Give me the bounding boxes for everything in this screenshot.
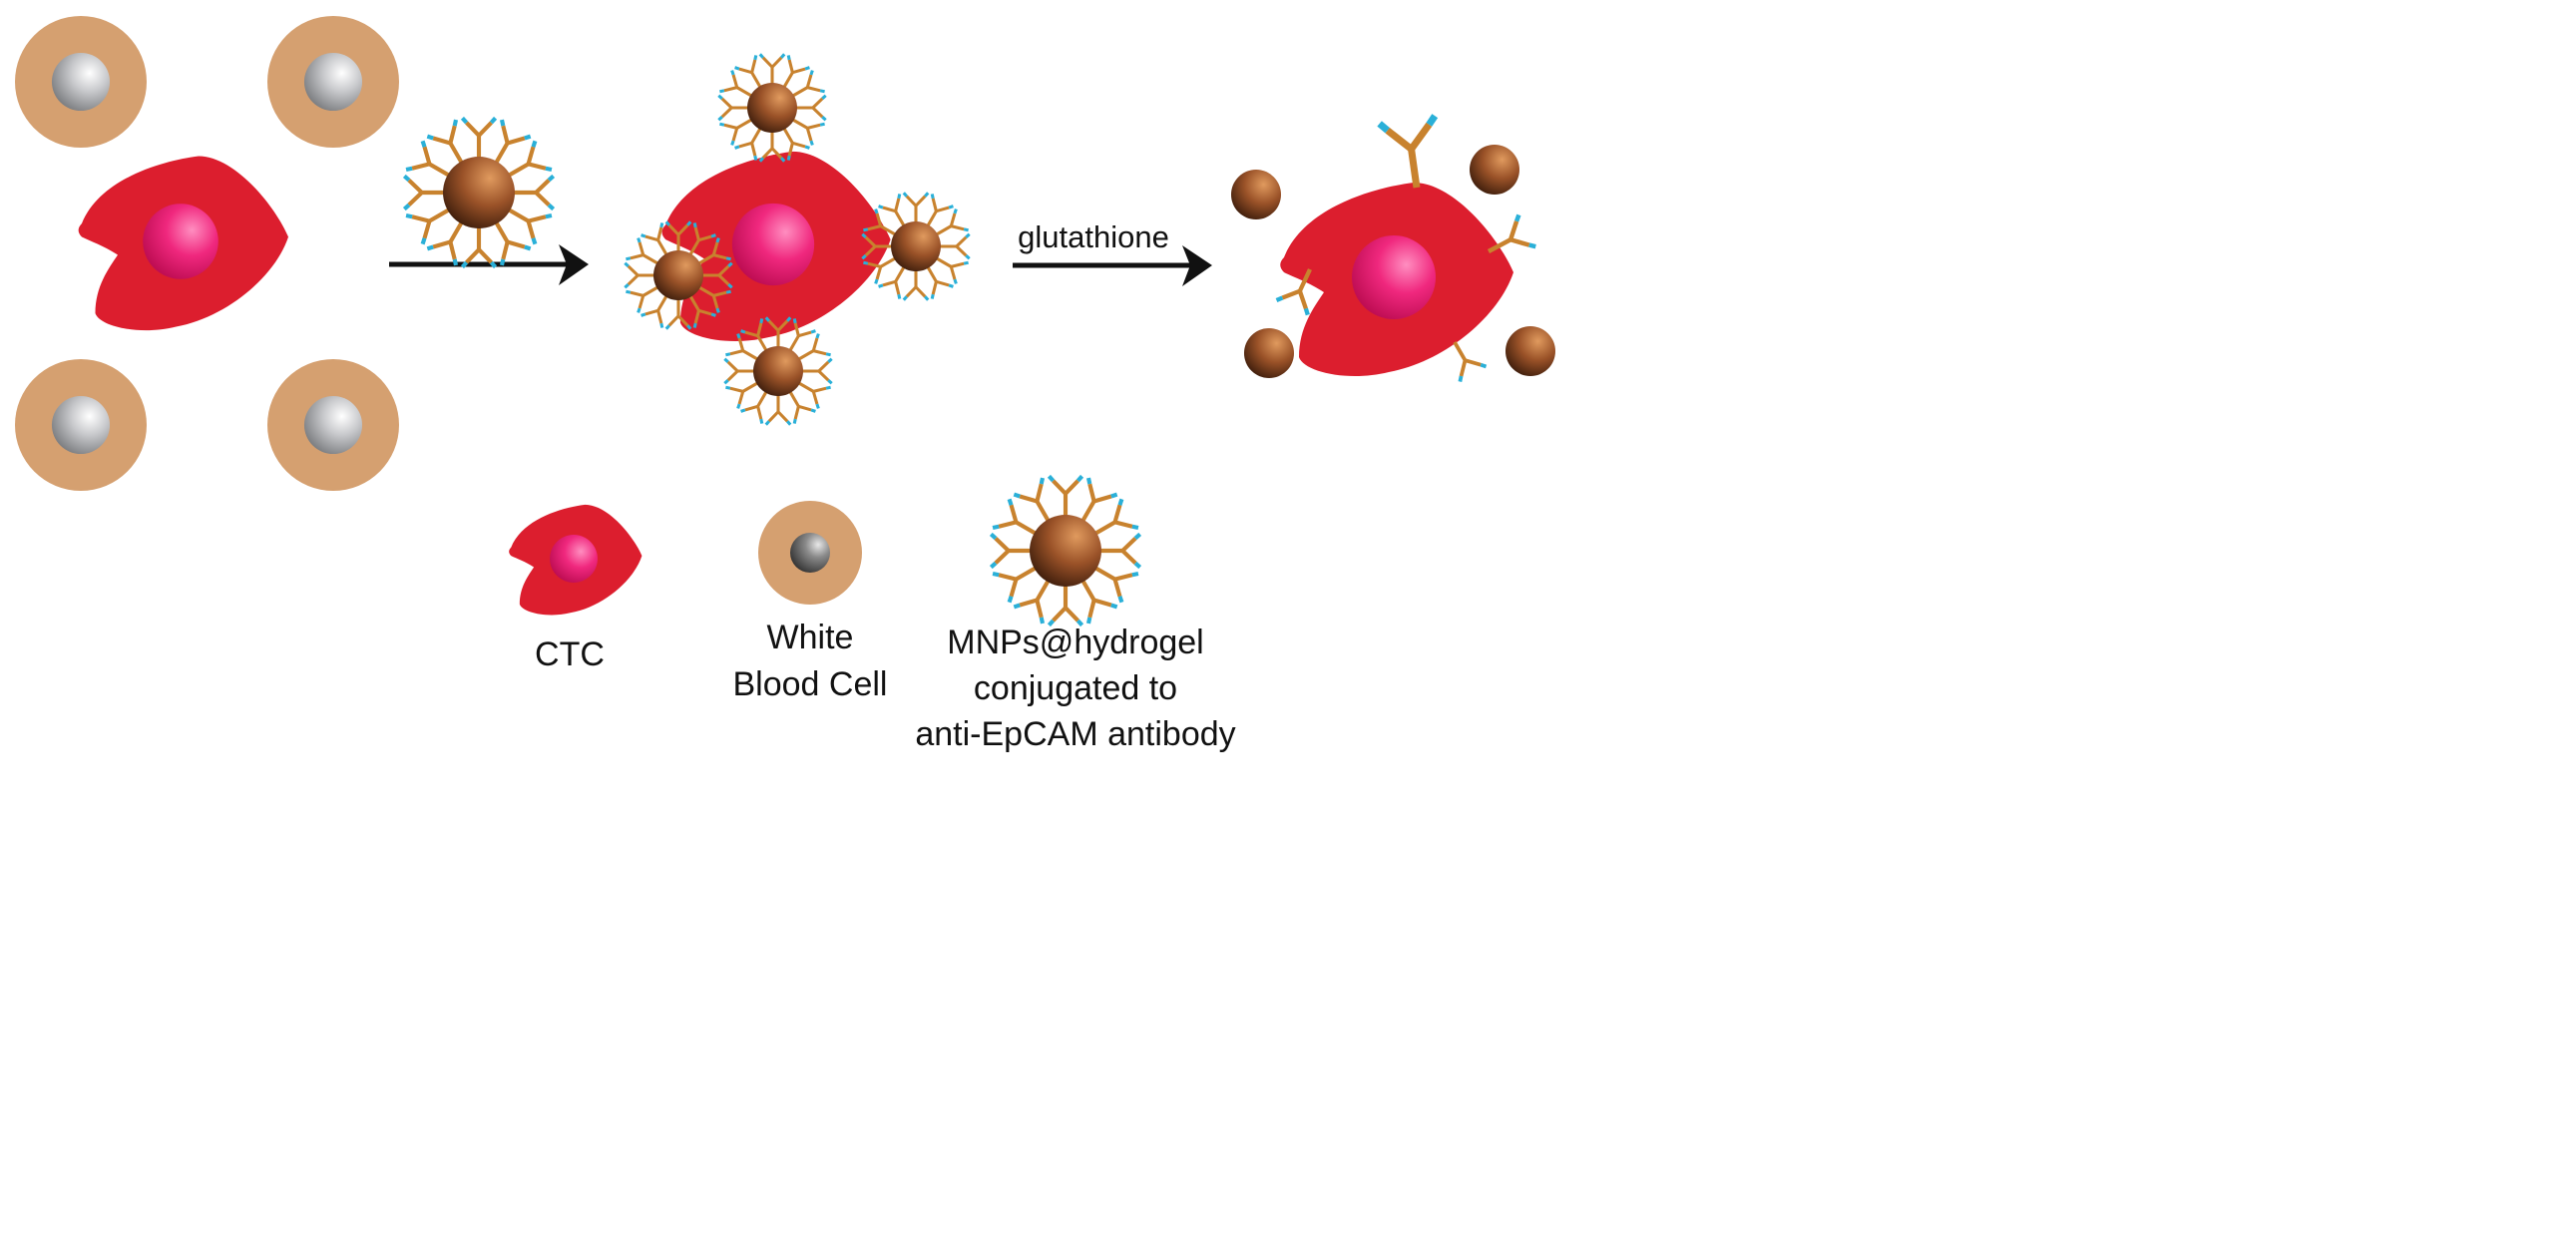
legend-mnp-icon bbox=[991, 476, 1139, 625]
legend-mnp-label-line1: MNPs@hydrogel bbox=[947, 624, 1204, 661]
mnp-core-icon bbox=[891, 221, 941, 271]
captured-mnp-top bbox=[716, 52, 828, 164]
legend-ctc-label: CTC bbox=[535, 635, 605, 673]
captured-mnp-right bbox=[860, 191, 972, 302]
antibody-icon bbox=[1049, 476, 1081, 516]
sample-wbc-bottom-left bbox=[15, 359, 147, 491]
antibody-icon bbox=[902, 191, 930, 224]
antibody-icon bbox=[462, 226, 495, 266]
antibody-icon bbox=[722, 357, 756, 385]
bare-mnp-1 bbox=[1231, 170, 1281, 219]
bare-mnp-2 bbox=[1470, 145, 1519, 195]
sample-wbc-top-left bbox=[15, 16, 147, 148]
antibody-icon bbox=[764, 393, 792, 427]
antibody-icon bbox=[991, 534, 1031, 567]
antibody-icon bbox=[513, 176, 553, 209]
antibody-icon bbox=[623, 261, 656, 289]
mnp-core-icon bbox=[1030, 515, 1101, 587]
antibody-icon bbox=[716, 94, 750, 122]
legend-mnp-label-line2: conjugated to bbox=[974, 669, 1177, 707]
antibody-icon bbox=[1099, 534, 1139, 567]
antibody-icon bbox=[462, 118, 495, 158]
mnp-core-icon bbox=[443, 157, 515, 228]
antibody-icon bbox=[800, 357, 834, 385]
antibody-icon bbox=[794, 94, 828, 122]
antibody-icon bbox=[758, 52, 786, 86]
released-ctc bbox=[1280, 183, 1513, 377]
antibody-icon bbox=[902, 268, 930, 302]
legend-wbc-label-line2: Blood Cell bbox=[733, 665, 888, 703]
legend-wbc-label-line1: White bbox=[767, 619, 854, 656]
legend-mnp-label-line3: anti-EpCAM antibody bbox=[915, 715, 1235, 753]
glutathione-label: glutathione bbox=[1018, 219, 1169, 254]
mnp-core-icon bbox=[753, 346, 803, 396]
release-arrow-icon bbox=[1013, 245, 1212, 286]
sample-wbc-top-right bbox=[267, 16, 399, 148]
free-mnp-antibody bbox=[404, 118, 553, 266]
legend-wbc-icon bbox=[758, 501, 862, 605]
sample-ctc bbox=[78, 156, 288, 331]
legend-ctc-icon bbox=[509, 504, 643, 616]
released-antibody-top bbox=[1380, 116, 1445, 192]
antibody-icon bbox=[404, 176, 444, 209]
mnp-core-icon bbox=[747, 83, 797, 133]
bare-mnp-4 bbox=[1505, 326, 1555, 376]
antibody-icon bbox=[1049, 585, 1081, 625]
captured-mnp-left bbox=[623, 219, 734, 331]
sample-wbc-bottom-right bbox=[267, 359, 399, 491]
antibody-icon bbox=[938, 232, 972, 260]
bare-mnp-3 bbox=[1244, 328, 1294, 378]
legend: CTC White Blood Cell MNPs@hydrogel conju… bbox=[509, 476, 1236, 753]
mnp-core-icon bbox=[653, 250, 703, 300]
capture-arrow-icon bbox=[389, 244, 589, 285]
captured-mnp-bottom bbox=[722, 315, 834, 427]
